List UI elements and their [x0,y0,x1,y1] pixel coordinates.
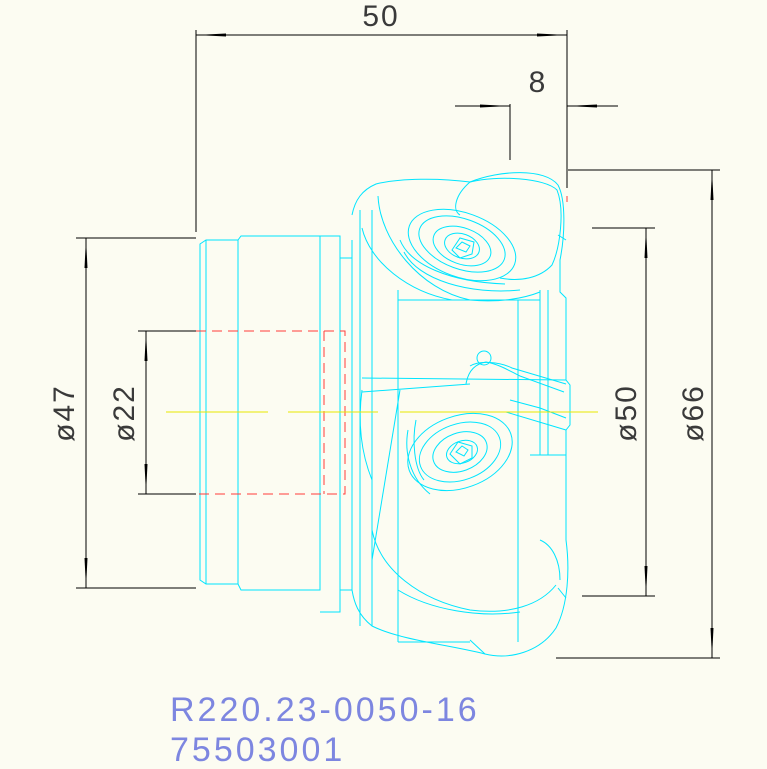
dimension-lines [76,30,720,659]
part-code-label: 75503001 [170,731,346,769]
upper-insert [399,208,521,292]
dim-offset: 8 [529,66,548,99]
dim-max-diameter: ø66 [677,384,710,442]
collar-outline [320,235,353,613]
lower-insert [406,412,513,495]
shank-outline [199,235,321,591]
dim-shank-diameter: ø47 [48,384,81,442]
part-number-label: R220.23-0050-16 [170,691,480,729]
cutter-body-outline [199,172,571,657]
dim-bore-diameter: ø22 [108,384,141,442]
dim-cutting-diameter: ø50 [610,384,643,442]
dim-overall-length: 50 [362,0,399,33]
